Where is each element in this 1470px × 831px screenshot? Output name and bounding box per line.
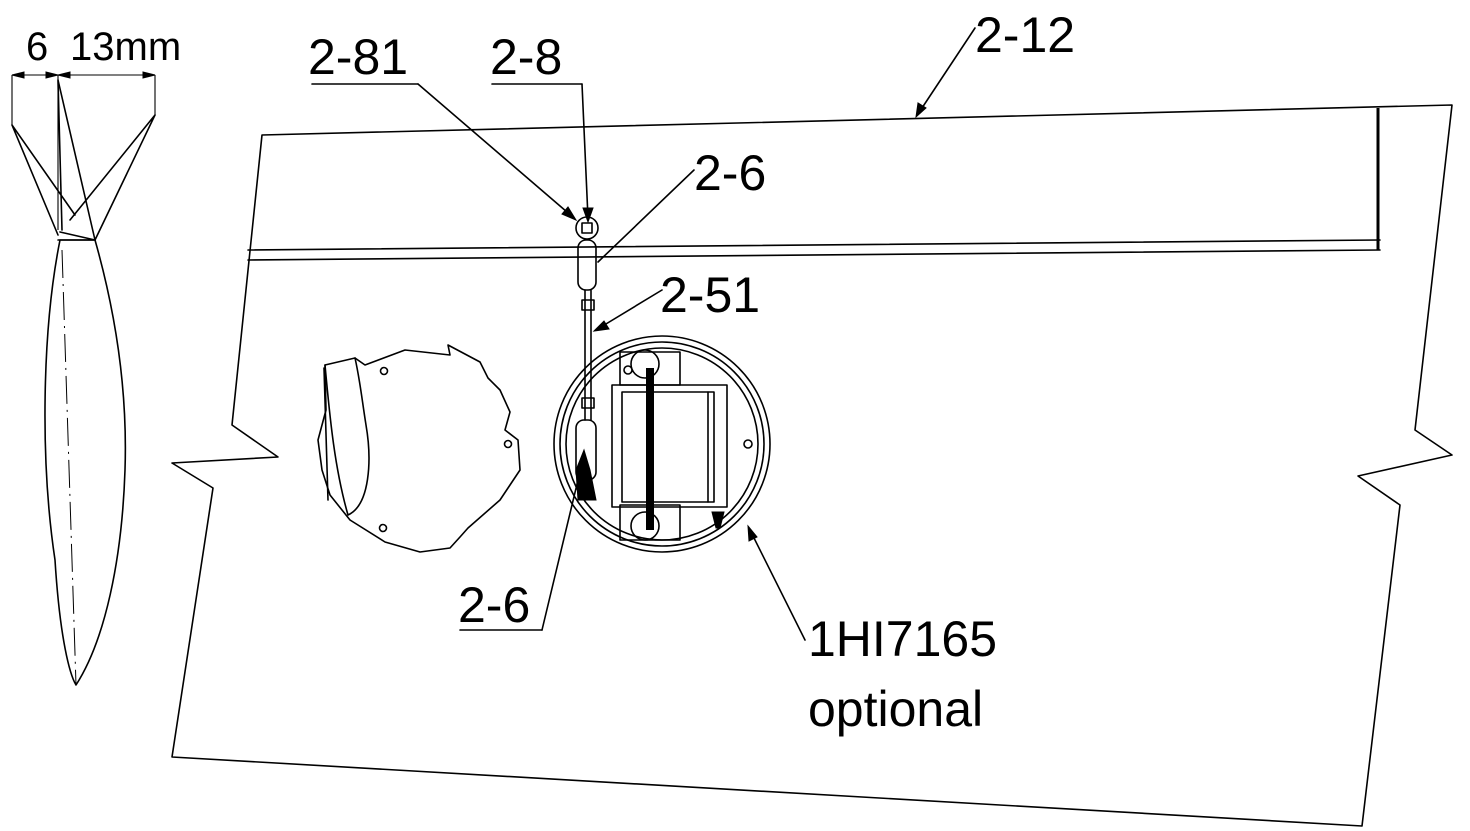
label-2-81: 2-81: [308, 29, 408, 85]
label-2-8: 2-8: [490, 29, 562, 85]
label-2-6-bottom: 2-6: [458, 577, 530, 633]
dimension-label-13mm: 13mm: [70, 25, 181, 69]
label-2-12: 2-12: [975, 7, 1075, 63]
dimension-label-6: 6: [26, 25, 48, 69]
label-servo-part: 1HI7165: [808, 611, 997, 667]
label-2-51: 2-51: [660, 267, 760, 323]
servo-bay: [553, 335, 771, 553]
callout-labels: 2-81 2-8 2-6 2-51 2-12 2-6 1HI7165 optio…: [308, 7, 1075, 737]
wing-cross-section: 6 13mm: [11, 25, 181, 686]
hatch-cover: [317, 344, 521, 553]
wing-panel: [171, 104, 1453, 827]
pushrod-assembly: [575, 216, 599, 501]
servo: [611, 368, 728, 530]
label-servo-note: optional: [808, 681, 983, 737]
callout-leaders: [311, 27, 976, 641]
label-2-6-top: 2-6: [694, 145, 766, 201]
